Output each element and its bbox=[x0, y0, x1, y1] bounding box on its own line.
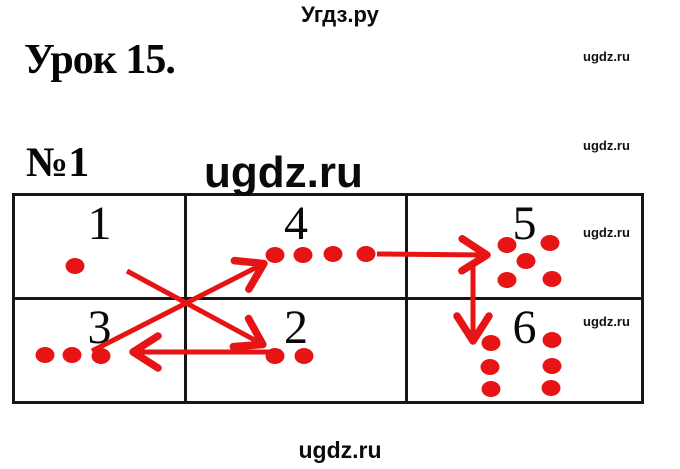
task-number-label: №1 bbox=[26, 140, 90, 186]
table-cell-5: 5 bbox=[408, 196, 641, 300]
cell-number-5: 5 bbox=[512, 197, 537, 250]
site-header-title: Угдз.ру bbox=[301, 2, 379, 27]
watermark-side-2: ugdz.ru bbox=[583, 138, 630, 153]
cell-number-4: 4 bbox=[284, 197, 308, 250]
cell-number-2: 2 bbox=[284, 301, 308, 354]
watermark-side-3: ugdz.ru bbox=[583, 225, 630, 240]
cell-number-3: 3 bbox=[87, 301, 112, 354]
table-cell-6: 6 bbox=[408, 300, 641, 401]
lesson-title: Урок 15. bbox=[24, 37, 176, 83]
answer-table: 1 4 5 3 2 6 bbox=[12, 193, 644, 404]
cell-number-6: 6 bbox=[512, 301, 537, 354]
table-cell-4: 4 bbox=[187, 196, 408, 300]
cell-number-1: 1 bbox=[87, 197, 112, 250]
watermark-side-4: ugdz.ru bbox=[583, 314, 630, 329]
watermark-side-1: ugdz.ru bbox=[583, 49, 630, 64]
watermark-center: ugdz.ru bbox=[204, 148, 363, 197]
table-cell-3: 3 bbox=[15, 300, 187, 401]
watermark-footer: ugdz.ru bbox=[298, 437, 382, 463]
table-cell-1: 1 bbox=[15, 196, 187, 300]
table-cell-2: 2 bbox=[187, 300, 408, 401]
